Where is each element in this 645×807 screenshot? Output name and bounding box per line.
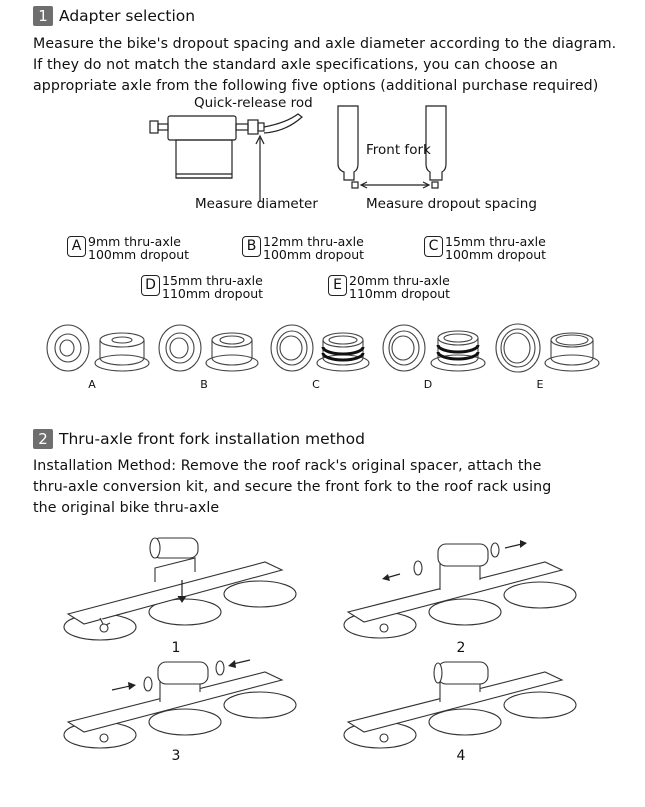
section-1-number: 1 (33, 6, 53, 26)
adapter-part-e (495, 323, 600, 373)
adapter-parts-illustration (46, 323, 600, 373)
option-d-letter: D (141, 275, 160, 296)
option-e-dropout: 110mm dropout (349, 285, 451, 301)
option-e: E 20mm thru-axle 110mm dropout (328, 273, 451, 301)
hub-diagram (149, 113, 303, 202)
option-e-axle: 20mm thru-axle (349, 273, 450, 288)
section-2-description: Installation Method: Remove the roof rac… (33, 456, 633, 519)
adapter-part-a (46, 324, 150, 372)
option-c-letter: C (424, 236, 443, 257)
option-b-axle: 12mm thru-axle (263, 234, 364, 249)
section-2-title: Thru-axle front fork installation method (59, 430, 365, 448)
section-2-line-1: Installation Method: Remove the roof rac… (33, 458, 542, 474)
section-1-line-1: Measure the bike's dropout spacing and a… (33, 36, 617, 52)
option-d: D 15mm thru-axle 110mm dropout (141, 273, 264, 301)
quick-release-label: Quick-release rod (194, 95, 313, 111)
section-2-header: 2 Thru-axle front fork installation meth… (33, 429, 365, 449)
adapter-part-b (158, 324, 259, 372)
front-fork-diagram (337, 105, 447, 189)
section-2-line-3: the original bike thru-axle (33, 500, 220, 516)
option-a: A 9mm thru-axle 100mm dropout (67, 234, 190, 262)
step-4-number: 4 (456, 748, 466, 764)
option-b: B 12mm thru-axle 100mm dropout (242, 234, 365, 262)
adapter-part-d (382, 324, 486, 372)
measure-diameter-label: Measure diameter (195, 196, 318, 212)
section-2-line-2: thru-axle conversion kit, and secure the… (33, 479, 552, 495)
option-c: C 15mm thru-axle 100mm dropout (424, 234, 547, 262)
part-caption-c: C (312, 378, 320, 391)
front-fork-label: Front fork (366, 142, 431, 158)
step-3-number: 3 (171, 748, 181, 764)
step-1-illustration (63, 537, 297, 641)
section-1-line-3: appropriate axle from the following five… (33, 78, 599, 94)
step-4-illustration (343, 661, 577, 749)
measure-spacing-label: Measure dropout spacing (366, 196, 537, 212)
option-a-axle: 9mm thru-axle (88, 234, 181, 249)
step-3-illustration (63, 659, 297, 749)
adapter-part-c (270, 324, 370, 372)
section-1-header: 1 Adapter selection (33, 6, 195, 26)
part-caption-e: E (536, 378, 544, 391)
option-b-letter: B (242, 236, 261, 257)
option-b-dropout: 100mm dropout (263, 246, 365, 262)
step-1-number: 1 (171, 640, 181, 656)
option-a-letter: A (67, 236, 86, 257)
section-1-title: Adapter selection (59, 7, 196, 25)
part-caption-d: D (423, 378, 433, 391)
part-caption-a: A (88, 378, 96, 391)
section-2-number: 2 (33, 429, 53, 449)
section-1-description: Measure the bike's dropout spacing and a… (33, 34, 633, 97)
section-1-line-2: If they do not match the standard axle s… (33, 57, 558, 73)
option-c-axle: 15mm thru-axle (445, 234, 546, 249)
option-c-dropout: 100mm dropout (445, 246, 547, 262)
option-a-dropout: 100mm dropout (88, 246, 190, 262)
step-2-illustration (343, 540, 577, 639)
option-d-dropout: 110mm dropout (162, 285, 264, 301)
part-caption-b: B (200, 378, 208, 391)
option-e-letter: E (328, 275, 347, 296)
step-2-number: 2 (456, 640, 466, 656)
option-d-axle: 15mm thru-axle (162, 273, 263, 288)
